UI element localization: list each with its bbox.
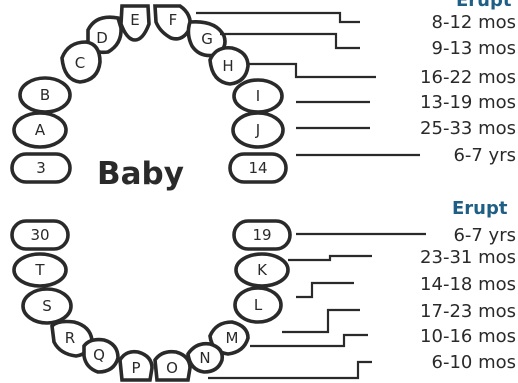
svg-text:Q: Q [93,346,105,364]
upper-age-2: 9-13 mos [432,38,517,59]
svg-text:N: N [199,349,210,367]
svg-text:L: L [254,296,263,314]
svg-text:I: I [256,87,260,105]
svg-text:C: C [75,54,85,72]
tooth-k: K [234,252,290,288]
leader-lower-6 [208,360,372,380]
tooth-n: N [186,341,225,374]
tooth-e: E [119,4,151,42]
svg-text:M: M [226,329,239,347]
svg-text:O: O [166,359,178,377]
tooth-b: B [18,76,72,114]
upper-age-3: 16-22 mos [420,67,516,88]
tooth-l: L [233,286,283,324]
svg-text:A: A [35,121,46,139]
svg-text:F: F [169,11,178,29]
upper-arch: E F D G C H B I [10,4,288,184]
leader-lower-4 [282,308,360,334]
tooth-h: H [208,45,250,86]
svg-text:S: S [42,297,52,315]
svg-text:K: K [257,261,268,279]
svg-text:30: 30 [30,226,49,244]
upper-age-5: 25-33 mos [420,118,516,139]
svg-text:B: B [40,86,50,104]
svg-text:19: 19 [252,226,271,244]
upper-age-1: 8-12 mos [432,12,517,33]
tooth-j: J [231,111,285,149]
svg-text:H: H [222,57,233,75]
tooth-s: S [21,287,73,325]
svg-text:J: J [255,121,260,139]
tooth-3: 3 [10,152,72,184]
leader-upper-3 [248,62,376,79]
lower-leaders [208,232,426,380]
tooth-i: I [232,78,284,114]
svg-text:D: D [96,29,108,47]
leader-lower-3 [296,281,354,299]
tooth-a: A [12,111,68,149]
lower-erupt-heading: Erupt [452,198,508,219]
svg-text:3: 3 [36,159,46,177]
tooth-o: O [153,349,192,382]
svg-text:P: P [131,359,140,377]
lower-age-5: 10-16 mos [420,326,516,347]
svg-text:R: R [65,329,75,347]
lower-arch: 30 19 T K S L R M [10,219,292,382]
upper-leaders [196,11,420,157]
upper-age-4: 13-19 mos [420,92,516,113]
lower-age-1: 6-7 yrs [453,225,516,246]
leader-lower-5 [250,333,368,348]
tooth-c: C [60,40,102,84]
tooth-q: Q [82,337,120,374]
lower-age-6: 6-10 mos [432,352,517,373]
svg-text:E: E [130,11,139,29]
leader-upper-2 [220,32,360,50]
leader-upper-1 [196,11,360,24]
tooth-t: T [12,252,68,288]
tooth-30: 30 [10,219,70,251]
lower-age-3: 14-18 mos [420,274,516,295]
svg-text:T: T [34,261,45,279]
leader-lower-2 [288,254,372,262]
lower-age-2: 23-31 mos [420,247,516,268]
lower-age-4: 17-23 mos [420,301,516,322]
upper-erupt-heading: Erupt [456,0,512,11]
tooth-19: 19 [232,219,292,251]
baby-label: Baby [97,156,184,192]
svg-text:G: G [201,30,213,48]
upper-age-6: 6-7 yrs [453,145,516,166]
tooth-f: F [153,4,193,41]
tooth-p: P [118,349,154,382]
tooth-14: 14 [228,152,288,184]
svg-text:14: 14 [248,159,267,177]
